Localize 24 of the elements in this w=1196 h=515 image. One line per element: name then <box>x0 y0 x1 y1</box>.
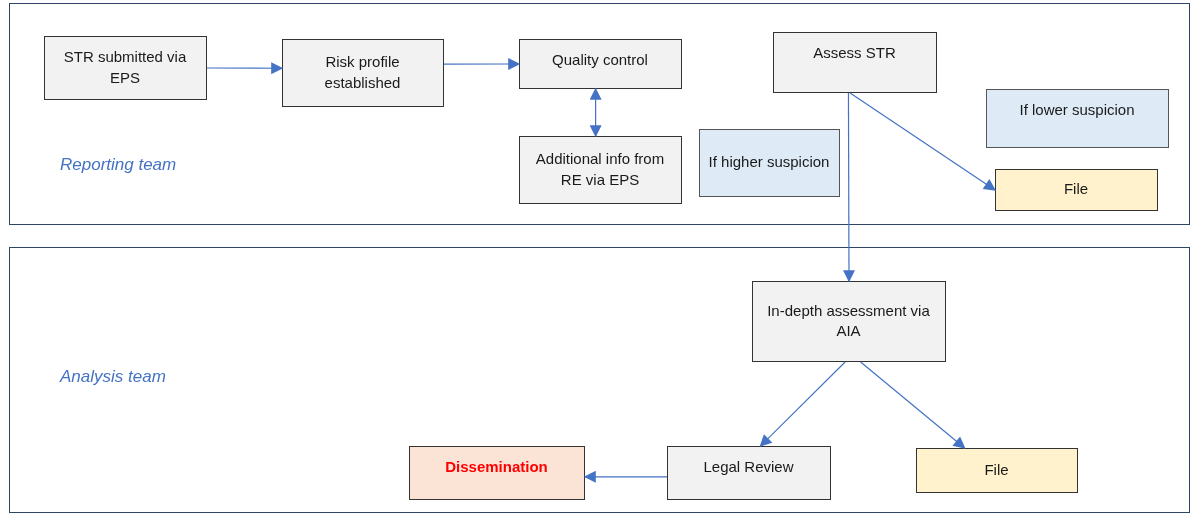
arrow <box>583 470 668 483</box>
process-box: Quality control <box>518 38 682 89</box>
condition-box: If higher suspicion <box>698 128 840 197</box>
process-box: In-depth assessment via AIA <box>751 280 946 362</box>
arrow <box>849 92 996 191</box>
outcome-box: File <box>915 447 1078 493</box>
team-lane <box>9 3 1190 225</box>
process-box: Legal Review <box>666 445 831 500</box>
arrow <box>206 62 284 75</box>
arrow <box>443 58 521 70</box>
condition-box: If lower suspicion <box>985 88 1169 148</box>
arrow <box>842 92 855 283</box>
arrow <box>860 361 966 449</box>
arrow <box>759 361 846 447</box>
lane-label: Analysis team <box>60 366 166 388</box>
outcome-box: File <box>994 168 1158 211</box>
team-lane <box>9 247 1190 513</box>
arrow <box>589 87 602 138</box>
process-box: STR submitted via EPS <box>43 35 207 100</box>
process-box: Assess STR <box>772 31 937 93</box>
outcome-box: Dissemination <box>408 445 585 500</box>
process-box: Additional info from RE via EPS <box>518 135 682 204</box>
process-box: Risk profile established <box>281 38 444 107</box>
lane-label: Reporting team <box>60 154 177 176</box>
